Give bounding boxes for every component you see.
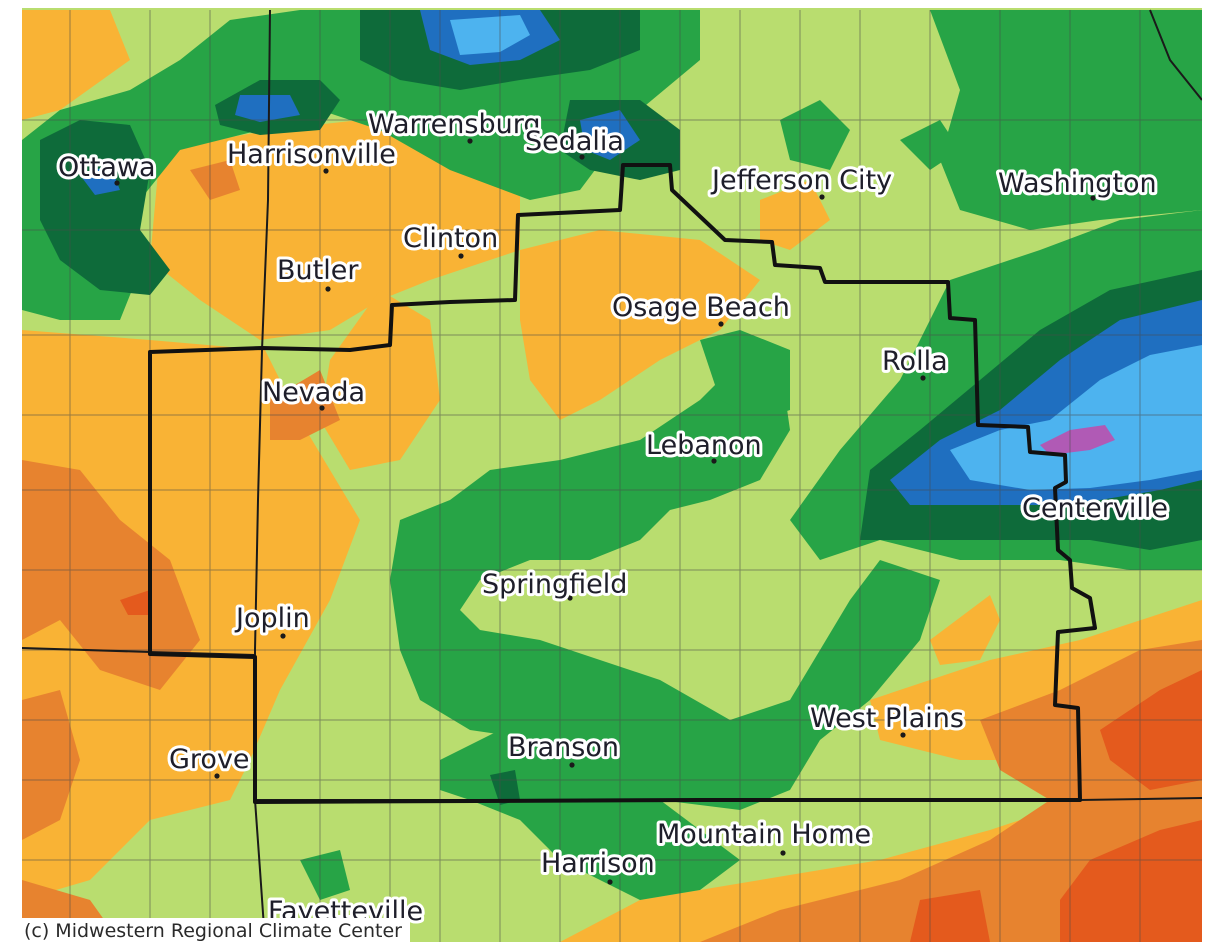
city-label-halo-centerville: Centerville [1022, 493, 1168, 524]
city-dot-clinton [458, 253, 464, 259]
left-margin [0, 0, 22, 942]
region-outline [148, 163, 1097, 804]
city-label-halo-west-plains: West Plains [810, 703, 964, 734]
city-label-halo-springfield: Springfield [482, 569, 627, 600]
city-dot-jefferson-city [819, 194, 825, 200]
city-label-halo-warrensburg: Warrensburg [368, 109, 540, 140]
city-label-halo-sedalia: Sedalia [525, 126, 624, 157]
city-label-halo-osage-beach: Osage Beach [612, 292, 790, 323]
city-dot-sedalia [579, 154, 585, 160]
city-dot-osage-beach [718, 321, 724, 327]
city-label-halo-ottawa: Ottawa [58, 152, 156, 183]
city-label-joplin: Joplin [234, 603, 310, 634]
city-label-harrisonville: Harrisonville [227, 139, 396, 170]
city-label-warrensburg: Warrensburg [368, 109, 540, 140]
city-label-washington: Washington [998, 168, 1157, 199]
county-boundaries [22, 10, 1202, 942]
city-label-halo-branson: Branson [508, 732, 619, 763]
city-label-rolla: Rolla [882, 346, 948, 377]
right-margin [1202, 0, 1212, 942]
city-label-halo-mountain-home: Mountain Home [657, 819, 871, 850]
city-dot-springfield [567, 595, 573, 601]
city-label-halo-washington: Washington [998, 168, 1157, 199]
city-dot-washington [1090, 195, 1096, 201]
city-label-halo-jefferson-city: Jefferson City [710, 165, 892, 196]
city-label-halo-joplin: Joplin [234, 603, 310, 634]
city-label-mountain-home: Mountain Home [657, 819, 871, 850]
city-label-halo-rolla: Rolla [882, 346, 948, 377]
city-dot-butler [325, 286, 331, 292]
city-dot-nevada [319, 405, 325, 411]
city-label-jefferson-city: Jefferson City [710, 165, 892, 196]
city-label-halo-harrison: Harrison [541, 848, 655, 879]
city-dot-grove [214, 773, 220, 779]
city-label-halo-butler: Butler [277, 255, 359, 286]
city-label-halo-harrisonville: Harrisonville [227, 139, 396, 170]
city-label-nevada: Nevada [262, 377, 365, 408]
city-label-west-plains: West Plains [810, 703, 964, 734]
city-dot-joplin [280, 633, 286, 639]
city-label-clinton: Clinton [403, 223, 498, 254]
city-dot-mountain-home [780, 850, 786, 856]
city-dot-harrison [607, 879, 613, 885]
light-blue-regions [450, 15, 1202, 490]
city-dot-warrensburg [467, 138, 473, 144]
purple-regions [1040, 425, 1115, 455]
city-label-halo-grove: Grove [169, 744, 250, 775]
city-label-sedalia: Sedalia [525, 126, 624, 157]
city-dot-centerville [1057, 505, 1063, 511]
city-label-harrison: Harrison [541, 848, 655, 879]
top-margin [0, 0, 1212, 8]
city-dot-west-plains [900, 732, 906, 738]
city-label-butler: Butler [277, 255, 359, 286]
city-label-osage-beach: Osage Beach [612, 292, 790, 323]
city-dot-branson [569, 762, 575, 768]
city-label-centerville: Centerville [1022, 493, 1168, 524]
city-dot-harrisonville [323, 168, 329, 174]
city-label-halo-clinton: Clinton [403, 223, 498, 254]
city-label-ottawa: Ottawa [58, 152, 156, 183]
city-dot-ottawa [114, 180, 120, 186]
city-label-grove: Grove [169, 744, 250, 775]
city-label-branson: Branson [508, 732, 619, 763]
city-dot-lebanon [711, 458, 717, 464]
map-credit: (c) Midwestern Regional Climate Center [22, 918, 410, 942]
city-dot-rolla [920, 375, 926, 381]
city-label-springfield: Springfield [482, 569, 627, 600]
city-label-halo-lebanon: Lebanon [646, 430, 762, 461]
city-label-lebanon: Lebanon [646, 430, 762, 461]
city-label-halo-nevada: Nevada [262, 377, 365, 408]
